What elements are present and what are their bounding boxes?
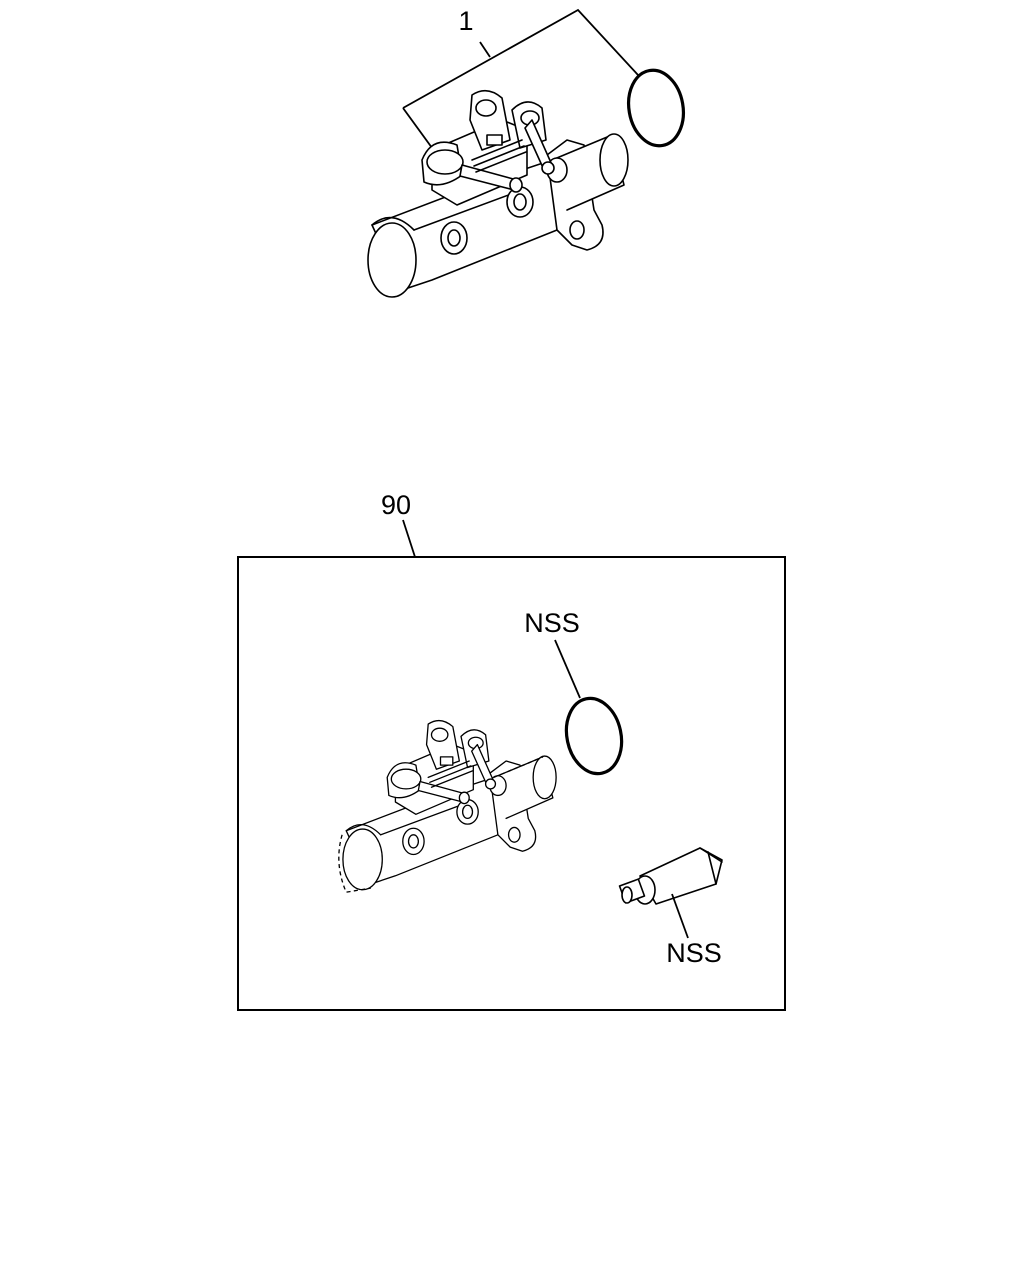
kit-frame <box>237 556 786 1011</box>
callout-1-leader <box>402 8 639 153</box>
nss-grease-label: NSS <box>666 938 722 968</box>
master-cylinder-assembly: 1 <box>367 6 685 298</box>
o-ring-1 <box>627 68 685 148</box>
repair-kit: 90 NSS NSS <box>237 490 786 1011</box>
callout-90-label: 90 <box>381 490 411 520</box>
nss-oring-leader <box>554 639 581 699</box>
master-cylinder-reference <box>338 719 557 893</box>
callout-1-label: 1 <box>458 6 473 36</box>
nss-grease-leader <box>671 893 689 939</box>
callout-90-leader <box>402 519 416 558</box>
nss-oring-label: NSS <box>524 608 580 638</box>
master-cylinder-1 <box>367 89 629 298</box>
o-ring-kit <box>564 696 624 776</box>
grease-tube <box>618 847 723 905</box>
